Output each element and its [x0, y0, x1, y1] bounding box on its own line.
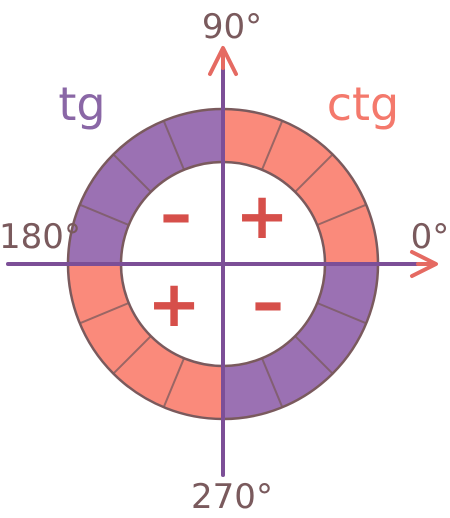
sign-quadrant-4: –: [252, 266, 284, 340]
sign-quadrant-1: +: [235, 180, 289, 254]
label-180-degrees: 180°: [0, 217, 81, 257]
label-90-degrees: 90°: [202, 7, 262, 47]
sign-quadrant-2: –: [160, 178, 192, 252]
axes: [6, 46, 438, 477]
sign-quadrant-3: +: [147, 268, 201, 342]
label-ctg: ctg: [327, 77, 400, 131]
ring-segment-lines: [79, 120, 367, 408]
label-0-degrees: 0°: [411, 217, 450, 257]
axis-labels: 90° 0° 180° 270°: [0, 7, 449, 517]
quadrant-signs: + – + –: [147, 178, 289, 342]
label-tg: tg: [58, 77, 105, 131]
label-270-degrees: 270°: [191, 477, 273, 517]
